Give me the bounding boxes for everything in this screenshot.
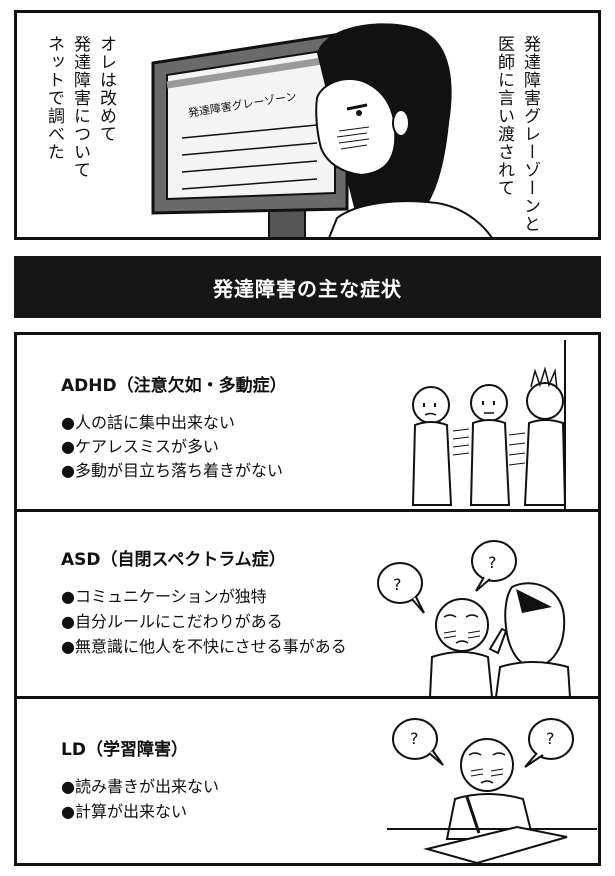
monitor-illustration: [151, 23, 493, 237]
section-divider-1: [17, 509, 598, 512]
section-title-adhd: ADHD（注意欠如・多動症）: [61, 376, 287, 396]
caption-right-line-1: 発達障害グレーゾーンと: [520, 35, 540, 233]
section-title-ld: LD（学習障害）: [61, 740, 188, 760]
section-title-asd: ASD（自閉スペクトラム症）: [61, 550, 286, 570]
asd-bubble-left-question: ?: [393, 575, 402, 594]
caption-left-line-2: 発達障害について: [70, 35, 90, 179]
adhd-item-3: ●多動が目立ち落ち着きがない: [61, 461, 283, 480]
ld-item-2: ●計算が出来ない: [61, 802, 187, 821]
caption-left-line-3: ネットで調べた: [44, 35, 64, 161]
asd-bubble-right-question: ?: [488, 553, 497, 572]
symptoms-list-panel: ADHD（注意欠如・多動症） ●人の話に集中出来ない ●ケアレスミスが多い ●多…: [14, 332, 601, 866]
adhd-item-1: ●人の話に集中出来ない: [61, 413, 235, 432]
asd-illustration: [377, 540, 572, 697]
ld-bubble-left-question: ?: [410, 729, 419, 748]
caption-left-line-1: オレは改めて: [96, 35, 116, 143]
banner-title: 発達障害の主な症状: [213, 276, 402, 301]
symptoms-banner: 発達障害の主な症状: [14, 256, 601, 318]
ld-bubble-right-question: ?: [546, 729, 555, 748]
top-comic-panel: 発達障害グレーゾーンと 医師に言い渡されて オレは改めて 発達障害について ネッ…: [14, 10, 601, 240]
adhd-illustration: [411, 340, 567, 510]
asd-item-1: ●コミュニケーションが独特: [61, 587, 267, 606]
asd-item-3: ●無意識に他人を不快にさせる事がある: [61, 637, 347, 656]
caption-right-line-2: 医師に言い渡されて: [494, 35, 514, 197]
ld-illustration: [387, 718, 597, 863]
asd-item-2: ●自分ルールにこだわりがある: [61, 612, 283, 631]
section-divider-2: [17, 696, 598, 699]
ld-item-1: ●読み書きが出来ない: [61, 777, 219, 796]
adhd-item-2: ●ケアレスミスが多い: [61, 437, 219, 456]
